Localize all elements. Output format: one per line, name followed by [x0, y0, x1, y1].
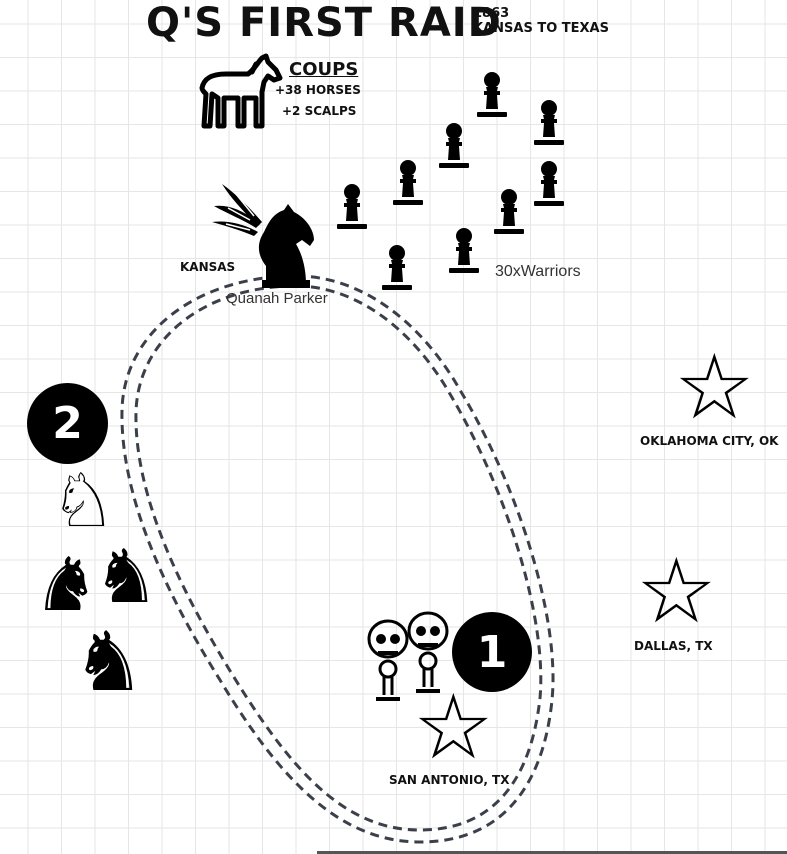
skull-icon [407, 611, 449, 693]
knight-feather-icon [212, 184, 314, 288]
knight-icon: ♞ [72, 615, 146, 710]
route-label: KANSAS TO TEXAS [473, 21, 609, 36]
kansas-label: KANSAS [180, 260, 236, 274]
bottom-edge [317, 851, 787, 854]
city-label-okc: OKLAHOMA CITY, OK [640, 434, 779, 448]
coups-heading: COUPS [289, 59, 359, 80]
city-label-dallas: DALLAS, TX [634, 639, 713, 653]
knight-icon: ♘ [50, 458, 117, 544]
title-subtitle: 1863 KANSAS TO TEXAS [473, 6, 609, 36]
pawn-icon [382, 245, 412, 290]
star-icon: ☆ [636, 539, 717, 644]
leader-label: Quanah Parker [226, 290, 328, 307]
pawn-icon [393, 160, 423, 205]
marker-two: 2 [27, 383, 108, 464]
pawn-icon [439, 123, 469, 168]
marker-one: 1 [452, 612, 532, 692]
star-icon: ☆ [674, 335, 755, 440]
map-title: Q'S FIRST RAID [146, 0, 502, 46]
warriors-label: 30xWarriors [495, 263, 581, 280]
pawn-icon [494, 189, 524, 234]
pawn-icon [534, 100, 564, 145]
horse-icon [199, 53, 283, 129]
knight-icon: ♞ [33, 542, 100, 628]
coups-horses: +38 HORSES [275, 83, 361, 97]
route-line-outer [120, 274, 555, 844]
city-label-san-antonio: SAN ANTONIO, TX [389, 773, 510, 787]
pawn-icon [477, 72, 507, 117]
star-icon: ☆ [413, 675, 494, 780]
year-label: 1863 [473, 6, 510, 21]
skull-icon [367, 619, 409, 701]
pawn-icon [449, 228, 479, 273]
knight-icon: ♞ [93, 534, 160, 620]
pawn-icon [337, 184, 367, 229]
pawn-icon [534, 161, 564, 206]
coups-scalps: +2 SCALPS [282, 104, 357, 118]
